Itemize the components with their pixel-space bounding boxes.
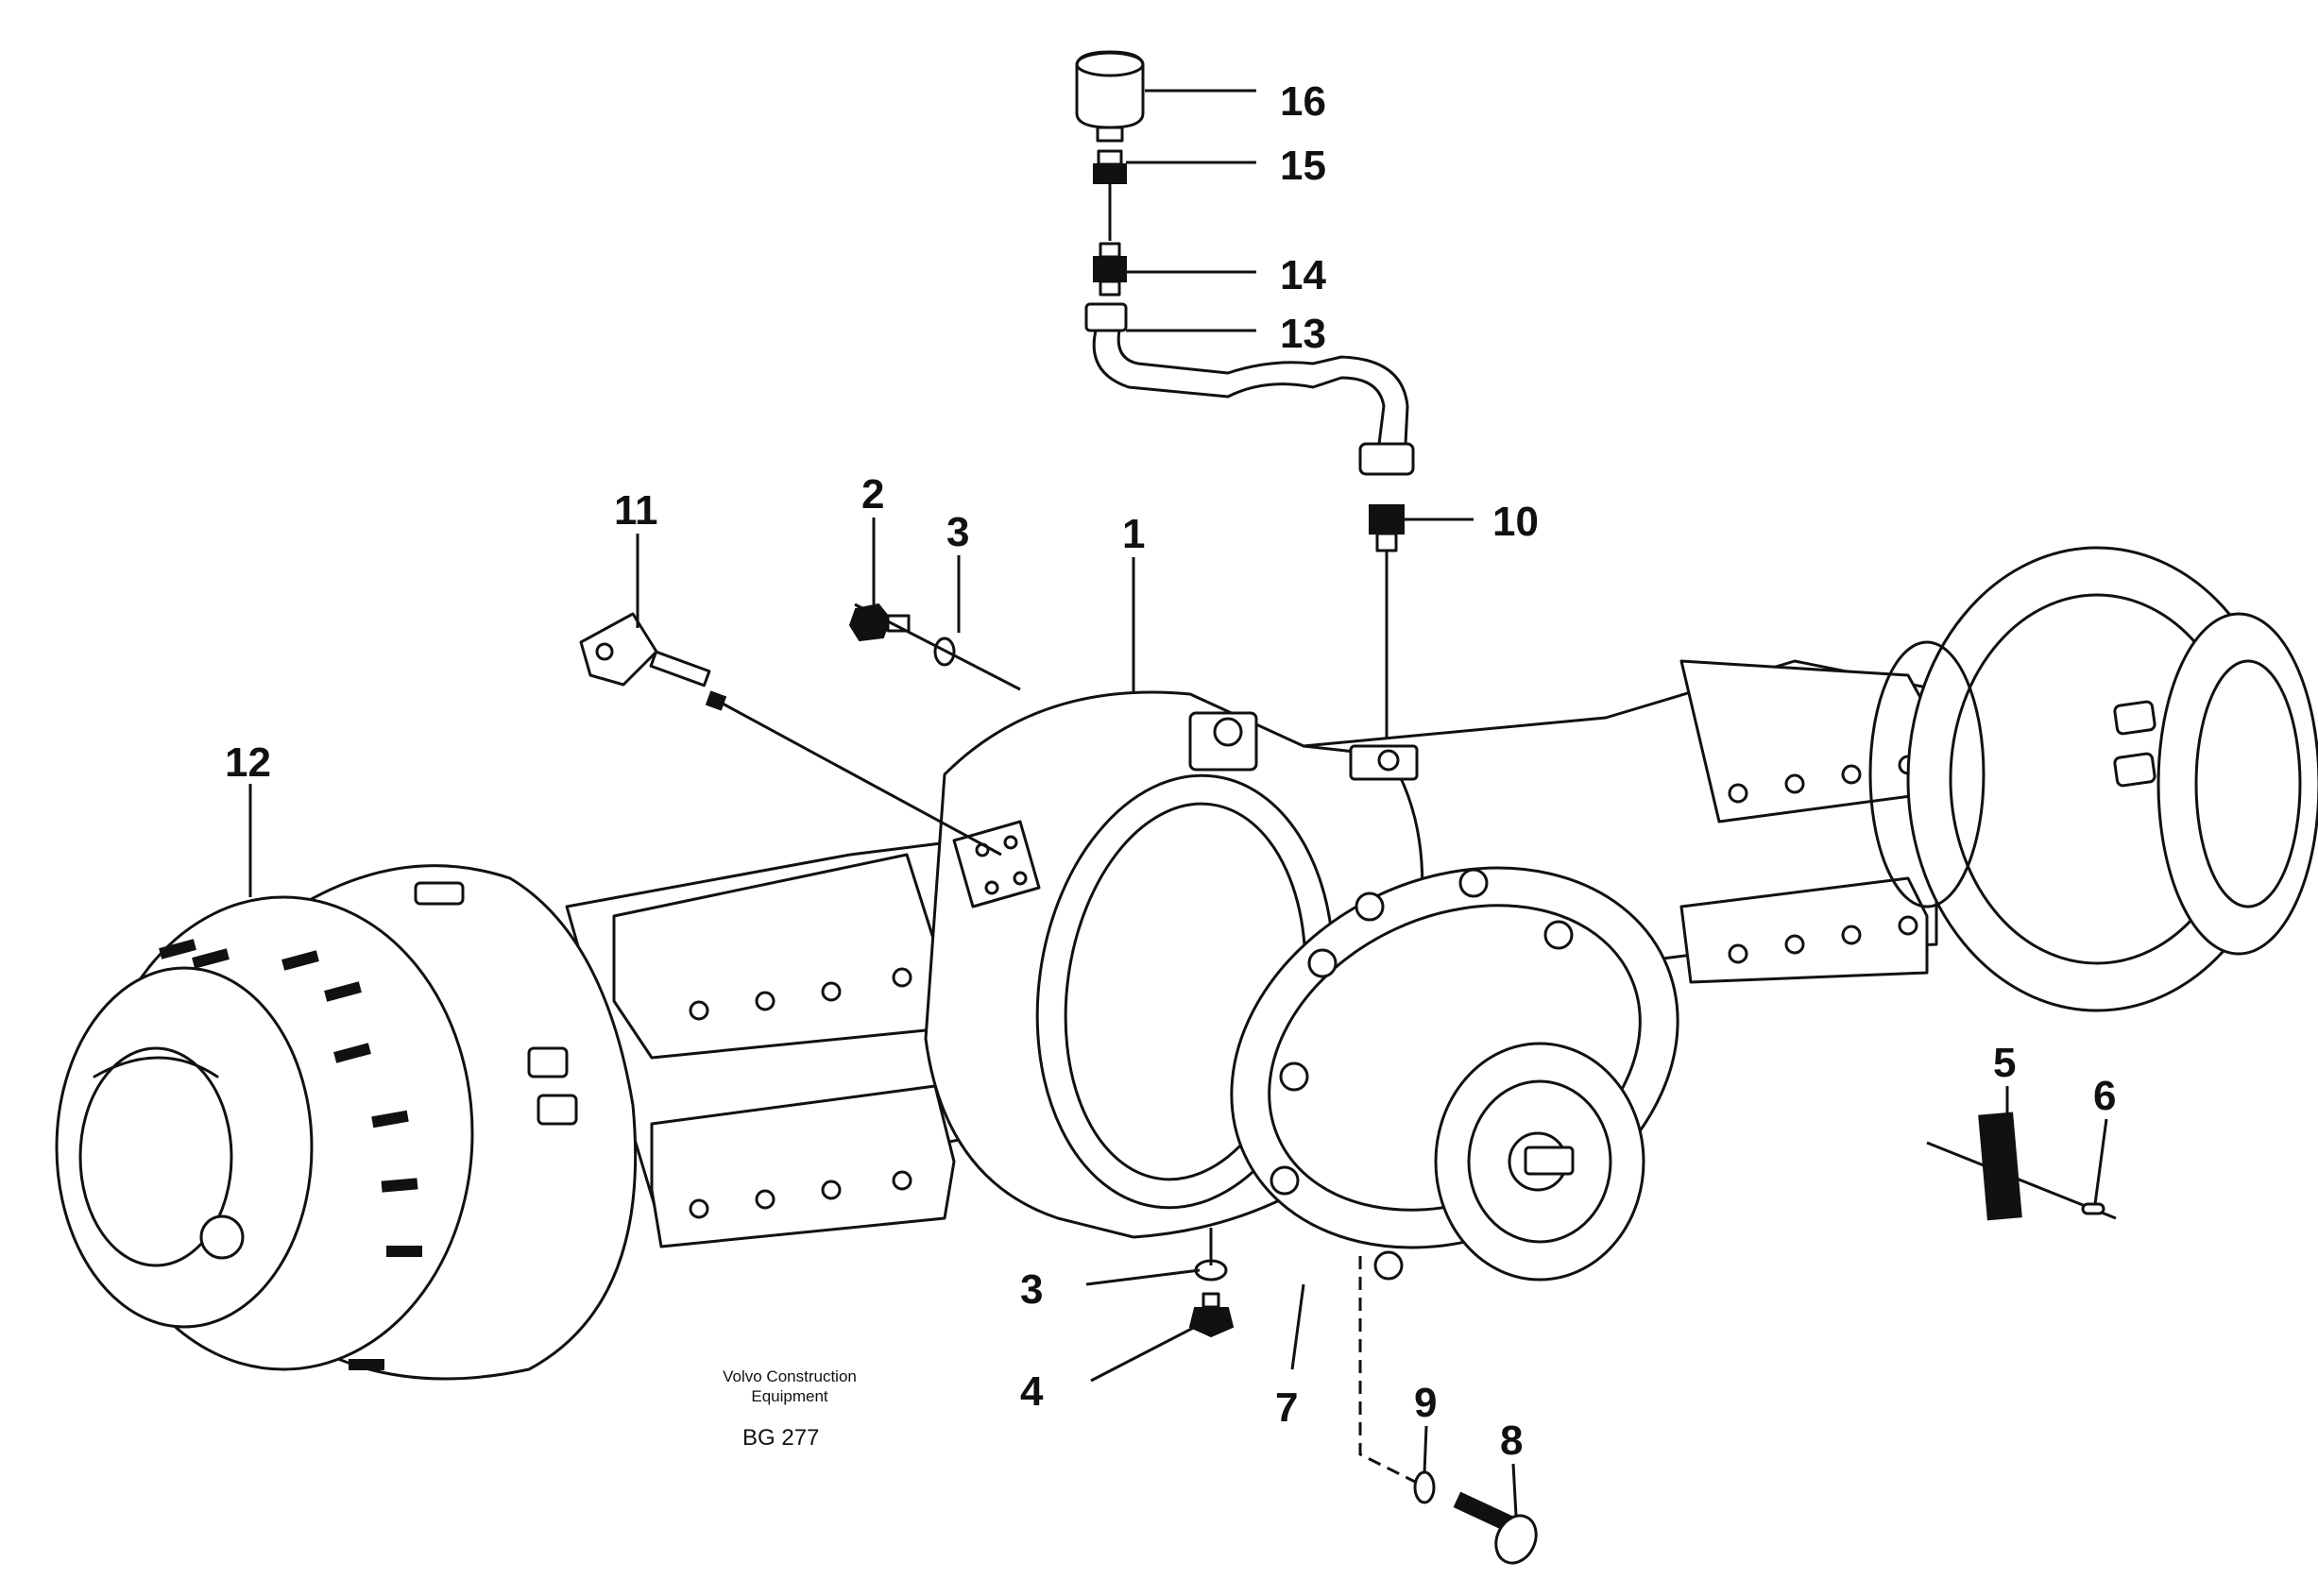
breather-nipple-15: [1093, 149, 1127, 184]
caption-line-2: Equipment: [751, 1387, 828, 1405]
left-wheel-hub: [55, 864, 638, 1381]
dashed-assembly-line: [1358, 1256, 1418, 1485]
callout-3-top: 3: [946, 509, 969, 555]
callout-leaders: [248, 89, 2108, 1517]
callout-8: 8: [1500, 1418, 1523, 1464]
callout-14: 14: [1280, 252, 1326, 298]
callout-11: 11: [614, 487, 658, 534]
wheel-studs: [159, 939, 422, 1370]
callout-12: 12: [225, 739, 271, 786]
caption-code: BG 277: [742, 1425, 819, 1451]
breather-hose-13: [1084, 302, 1415, 476]
caption-line-1: Volvo Construction: [723, 1367, 857, 1385]
washer-3-top: [933, 637, 956, 667]
callout-15: 15: [1280, 143, 1326, 189]
callout-numbers: 16 15 14 13 11 2 3 1 10 12 5 6 3 4 7 9 8: [225, 78, 2116, 1464]
callout-5: 5: [1993, 1040, 2016, 1086]
right-wheel-hub: [1868, 546, 2318, 1012]
callout-4: 4: [1020, 1368, 1044, 1415]
callout-1: 1: [1122, 511, 1145, 557]
callout-3-bottom: 3: [1020, 1266, 1043, 1313]
breather-fitting-10: [1369, 504, 1405, 552]
breather-cap: [1075, 50, 1145, 143]
callout-2: 2: [861, 471, 884, 518]
final-drive-cover: [1230, 866, 1679, 1282]
plug-2: [848, 603, 911, 642]
callout-10: 10: [1492, 499, 1539, 545]
bolt-8: [1453, 1491, 1538, 1565]
diagram-caption: Volvo Construction Equipment BG 277: [723, 1367, 857, 1451]
adapter-14: [1093, 242, 1127, 297]
callout-13: 13: [1280, 311, 1326, 357]
callout-9: 9: [1414, 1380, 1437, 1426]
speed-sensor-11: [579, 612, 727, 711]
plug-4: [1188, 1292, 1235, 1338]
washer-9: [1413, 1470, 1436, 1504]
rivet-6: [2081, 1202, 2105, 1215]
callout-16: 16: [1280, 78, 1326, 125]
arm-bolt-holes: [689, 755, 1918, 1219]
callout-6: 6: [2093, 1073, 2116, 1119]
callout-7: 7: [1275, 1384, 1298, 1431]
